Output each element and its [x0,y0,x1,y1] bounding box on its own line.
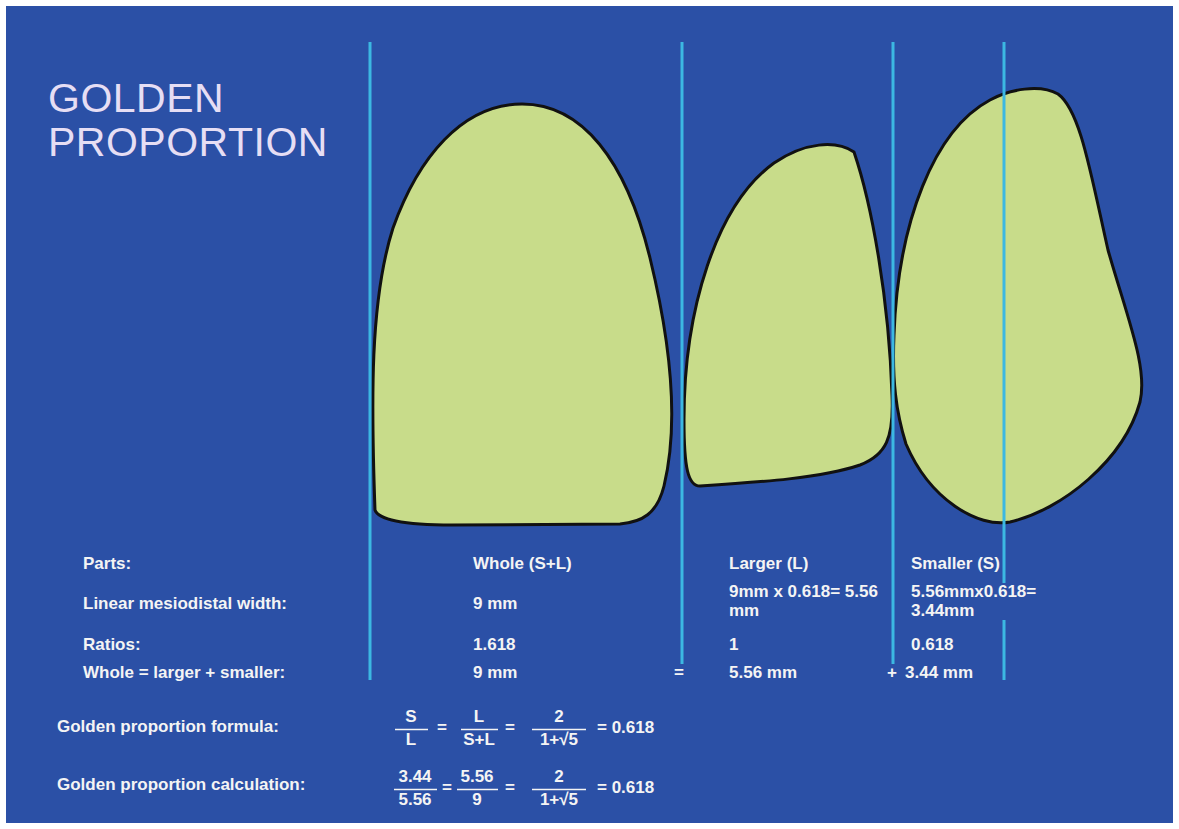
formula-term: L [473,708,485,727]
ratio-value: 1 [728,636,739,655]
width-value: 5.56 mm [728,664,798,683]
formula-result: = 0.618 [596,719,655,738]
formula-term: L [405,731,417,750]
formula-term: 1+√5 [539,791,579,810]
ratio-value: 0.618 [910,636,955,655]
width-calculation: 9mm x 0.618= 5.56 mm [728,583,890,620]
operator: = [673,664,685,683]
background-panel [6,6,1173,823]
canine [894,89,1142,523]
operator: = [441,779,453,798]
row-label: Ratios: [82,636,142,655]
lateral-incisor [684,145,892,486]
central-incisor [373,104,672,525]
formula-label: Golden proportion calculation: [56,776,306,795]
width-value: 3.44 mm [904,664,974,683]
column-header: Parts: [82,555,132,574]
width-calculation: 5.56mmx0.618= 3.44mm [910,583,1094,620]
operator: + [886,664,898,683]
width-value: 9 mm [472,664,518,683]
guide-line [369,42,372,680]
formula-term: S [404,708,417,727]
formula-term: 1+√5 [539,731,579,750]
row-label: Whole = larger + smaller: [82,664,286,683]
formula-term: 5.56 [397,791,432,810]
row-label: Linear mesiodistal width: [82,595,288,614]
column-header: Larger (L) [728,555,809,574]
column-header: Whole (S+L) [472,555,573,574]
title: GOLDEN PROPORTION [48,76,348,165]
ratio-value: 1.618 [472,636,517,655]
width-value: 9 mm [472,595,518,614]
formula-term: 2 [553,768,564,787]
formula-result: = 0.618 [596,779,655,798]
formula-term: 3.44 [397,768,432,787]
operator: = [436,719,448,738]
operator: = [504,779,516,798]
column-header: Smaller (S) [910,555,1001,574]
formula-term: 9 [471,791,482,810]
formula-term: 5.56 [459,768,494,787]
formula-term: S+L [462,731,496,750]
formula-label: Golden proportion formula: [56,718,280,737]
guide-line [681,42,684,680]
formula-term: 2 [553,708,564,727]
guide-line [892,42,895,680]
operator: = [504,719,516,738]
